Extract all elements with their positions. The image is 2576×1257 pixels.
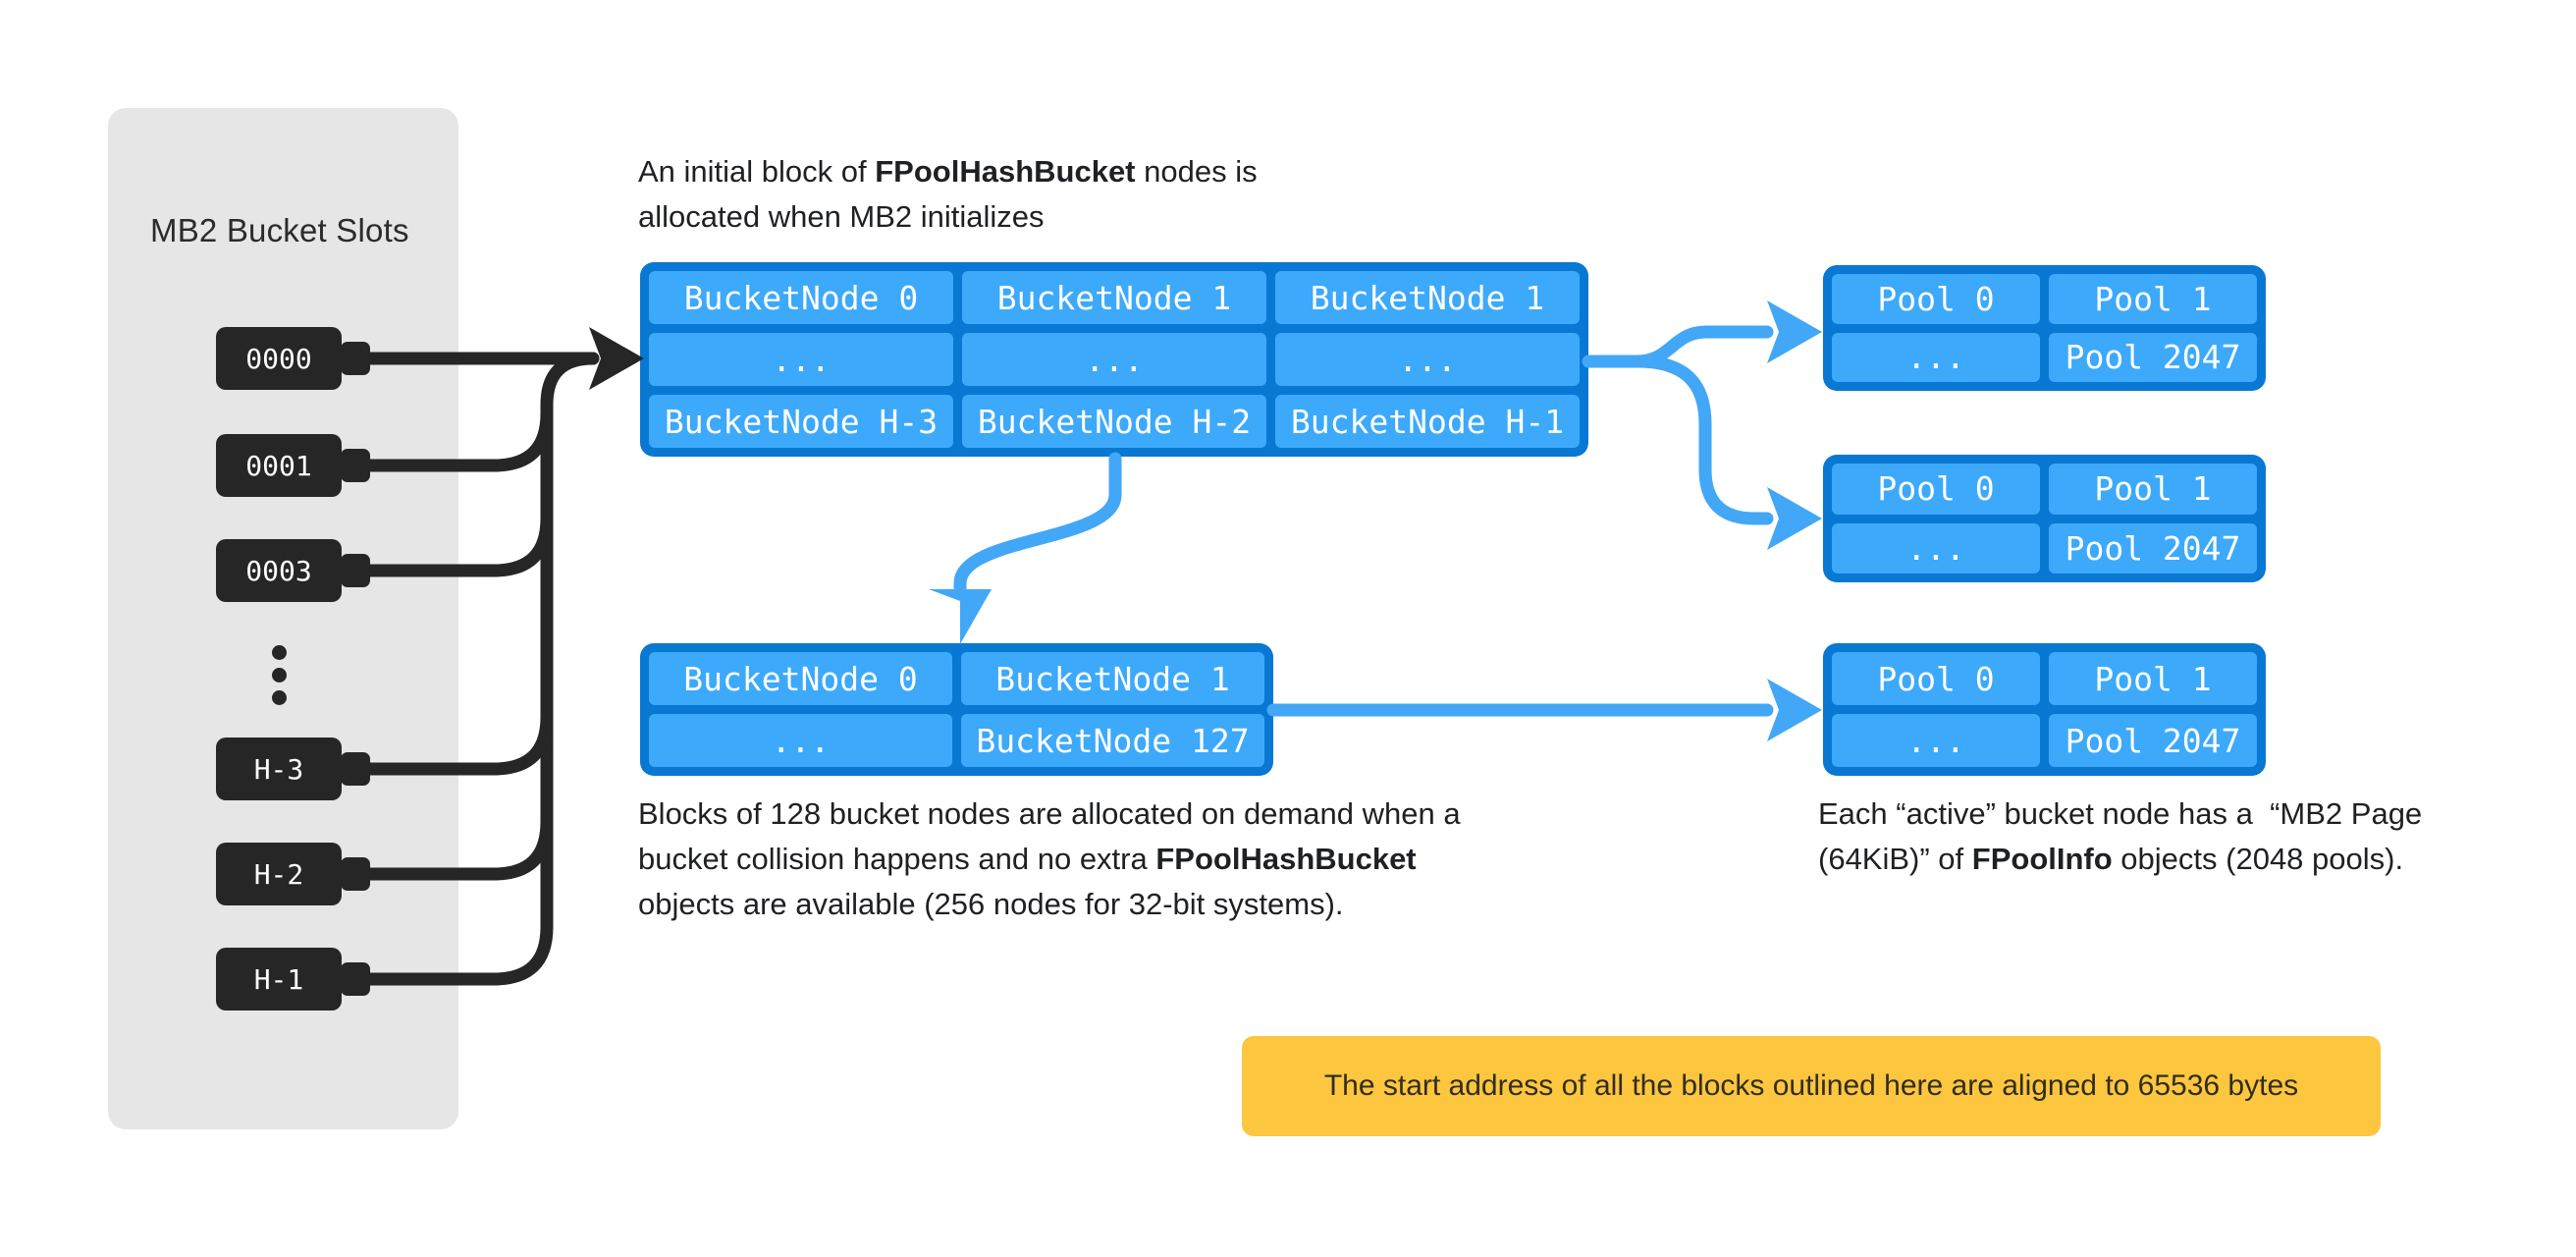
caption-line: (64KiB)” of FPoolInfo objects (2048 pool… bbox=[1818, 837, 2422, 882]
caption-active-node: Each “active” bucket node has a “MB2 Pag… bbox=[1818, 792, 2422, 882]
table-cell: ... bbox=[649, 714, 952, 767]
table-cell: BucketNode 1 bbox=[1275, 271, 1580, 324]
table-cell: Pool 0 bbox=[1832, 652, 2040, 705]
overflow-block-wire bbox=[953, 452, 1122, 600]
caption-text: nodes is bbox=[1135, 154, 1258, 189]
arrowhead-to-pool-page-1 bbox=[1767, 301, 1822, 363]
caption-bold-text: FPoolHashBucket bbox=[875, 154, 1136, 189]
pool-split-lower-wire bbox=[1631, 355, 1774, 525]
alignment-note: The start address of all the blocks outl… bbox=[1242, 1036, 2381, 1136]
caption-text: Each “active” bucket node has a “MB2 Pag… bbox=[1818, 796, 2423, 831]
caption-line: bucket collision happens and no extra FP… bbox=[638, 837, 1461, 882]
table-cell: Pool 1 bbox=[2049, 274, 2257, 324]
bucket-slot-0000: 0000 bbox=[216, 327, 370, 390]
table-cell: ... bbox=[1832, 522, 2040, 574]
bucket-slot-h2: H-2 bbox=[216, 843, 370, 905]
ellipsis-dot bbox=[272, 690, 287, 705]
panel-title: MB2 Bucket Slots bbox=[150, 212, 409, 248]
caption-text: (64KiB)” of bbox=[1818, 842, 1972, 876]
table-cell: BucketNode 0 bbox=[649, 271, 953, 324]
caption-text: objects are available (256 nodes for 32-… bbox=[638, 887, 1344, 921]
table-cell: Pool 1 bbox=[2049, 652, 2257, 705]
table-cell: ... bbox=[1832, 714, 2040, 767]
table-cell: Pool 2047 bbox=[2049, 332, 2257, 382]
bucket-slot-0003: 0003 bbox=[216, 539, 370, 602]
bucket-slot-h1: H-1 bbox=[216, 948, 370, 1011]
table-cell: BucketNode H-1 bbox=[1275, 395, 1580, 448]
caption-bold-text: FPoolInfo bbox=[1971, 842, 2113, 876]
table-cell: BucketNode H-2 bbox=[962, 395, 1266, 448]
table-cell: BucketNode 0 bbox=[649, 652, 952, 705]
table-cell: Pool 2047 bbox=[2049, 522, 2257, 574]
ellipsis-dot bbox=[272, 668, 287, 683]
table-cell: Pool 1 bbox=[2049, 464, 2257, 515]
caption-text: bucket collision happens and no extra bbox=[638, 842, 1156, 876]
bucket-slot-0001: 0001 bbox=[216, 434, 370, 497]
table-cell: BucketNode H-3 bbox=[649, 395, 953, 448]
arrowhead-to-pool-page-3 bbox=[1767, 679, 1822, 741]
caption-line: Blocks of 128 bucket nodes are allocated… bbox=[638, 792, 1461, 837]
table-cell: ... bbox=[1275, 333, 1580, 386]
table-cell: Pool 0 bbox=[1832, 274, 2040, 324]
caption-line: An initial block of FPoolHashBucket node… bbox=[638, 149, 1258, 194]
table-cell: ... bbox=[1832, 332, 2040, 382]
table-cell: BucketNode 1 bbox=[962, 271, 1266, 324]
caption-line: Each “active” bucket node has a “MB2 Pag… bbox=[1818, 792, 2422, 837]
caption-text: Blocks of 128 bucket nodes are allocated… bbox=[638, 796, 1461, 831]
table-cell: ... bbox=[962, 333, 1266, 386]
caption-bold-text: FPoolHashBucket bbox=[1155, 842, 1417, 876]
bucket-slot-h3: H-3 bbox=[216, 738, 370, 800]
slot-trunk-wire bbox=[540, 352, 600, 934]
caption-text: allocated when MB2 initializes bbox=[638, 199, 1045, 234]
caption-text: An initial block of bbox=[638, 154, 876, 189]
caption-initial-block: An initial block of FPoolHashBucket node… bbox=[638, 149, 1258, 240]
caption-text: objects (2048 pools). bbox=[2112, 842, 2404, 876]
table-cell: BucketNode 127 bbox=[961, 714, 1264, 767]
caption-line: allocated when MB2 initializes bbox=[638, 194, 1258, 240]
pool-split-upper-wire bbox=[1631, 325, 1774, 368]
caption-line: objects are available (256 nodes for 32-… bbox=[638, 882, 1461, 927]
caption-on-demand-block: Blocks of 128 bucket nodes are allocated… bbox=[638, 792, 1461, 927]
table-cell: Pool 0 bbox=[1832, 464, 2040, 515]
table-cell: ... bbox=[649, 333, 953, 386]
arrowhead-to-pool-page-2 bbox=[1767, 487, 1822, 550]
arrowhead-to-initial-table bbox=[589, 327, 644, 390]
ellipsis-dot bbox=[272, 645, 287, 660]
table-cell: Pool 2047 bbox=[2049, 714, 2257, 767]
arrowhead-to-on-demand-table bbox=[929, 589, 992, 644]
table-cell: BucketNode 1 bbox=[961, 652, 1264, 705]
